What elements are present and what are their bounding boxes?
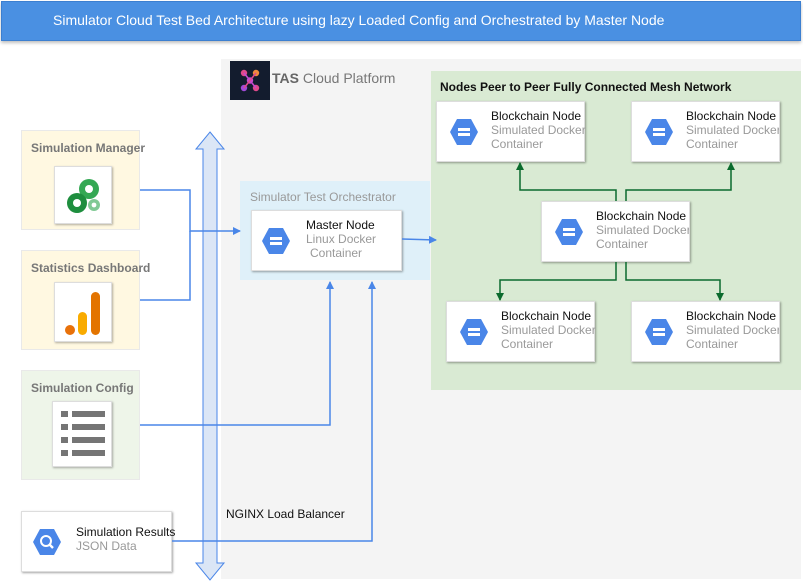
blockchain-node-card[interactable]: Blockchain Node Simulated Docker Contain… [631,301,780,362]
master-node-card[interactable]: Master Node Linux Docker Container [251,210,402,271]
tas-logo-icon [230,61,270,100]
simulation-results-subtitle: JSON Data [76,539,137,553]
simulation-manager-label: Simulation Manager [31,141,146,155]
compute-engine-icon [262,228,290,254]
mesh-connector-bottom-left [496,262,617,301]
blockchain-node-card[interactable]: Blockchain Node Simulated Docker Contain… [631,101,780,162]
mesh-network-title: Nodes Peer to Peer Fully Connected Mesh … [440,80,732,94]
statistics-dashboard-panel[interactable]: Statistics Dashboard [21,250,150,350]
simulation-results-card[interactable]: Simulation Results JSON Data [21,511,176,572]
mesh-connector-top-right [625,162,735,201]
cluster-rings-icon [67,179,100,213]
blockchain-node-card[interactable]: Blockchain Node Simulated Docker Contain… [436,101,586,162]
statistics-dashboard-label: Statistics Dashboard [31,261,151,275]
simulation-config-panel[interactable]: Simulation Config [21,370,140,480]
mesh-connector-bottom-right [625,262,724,301]
bigquery-icon [33,529,61,555]
config-to-master-connector [140,281,334,426]
load-balancer-label: NGINX Load Balancer [226,507,345,521]
mesh-connector-top-left [516,162,617,201]
diagram-title: Simulator Cloud Test Bed Architecture us… [1,1,801,41]
orchestrator-title: Simulator Test Orchestrator [250,190,396,204]
list-document-icon [61,411,105,456]
simulation-config-label: Simulation Config [31,381,134,395]
bar-chart-icon [65,292,100,335]
dashboard-to-master-connector [140,231,191,301]
platform-title: TAS Cloud Platform [272,70,396,86]
compute-engine-icon [460,319,488,345]
compute-engine-icon [450,119,478,145]
compute-engine-icon [645,119,673,145]
blockchain-node-card[interactable]: Blockchain Node Simulated Docker Contain… [446,301,596,362]
master-to-mesh-connector [401,235,437,244]
simulation-manager-panel[interactable]: Simulation Manager [21,130,145,230]
manager-to-master-connector [140,189,241,235]
load-balancer-arrow [194,131,226,581]
simulation-results-title: Simulation Results [76,525,176,539]
results-to-master-connector [172,281,376,542]
compute-engine-icon [645,319,673,345]
compute-engine-icon [555,219,583,245]
blockchain-node-card[interactable]: Blockchain Node Simulated Docker Contain… [541,201,690,262]
